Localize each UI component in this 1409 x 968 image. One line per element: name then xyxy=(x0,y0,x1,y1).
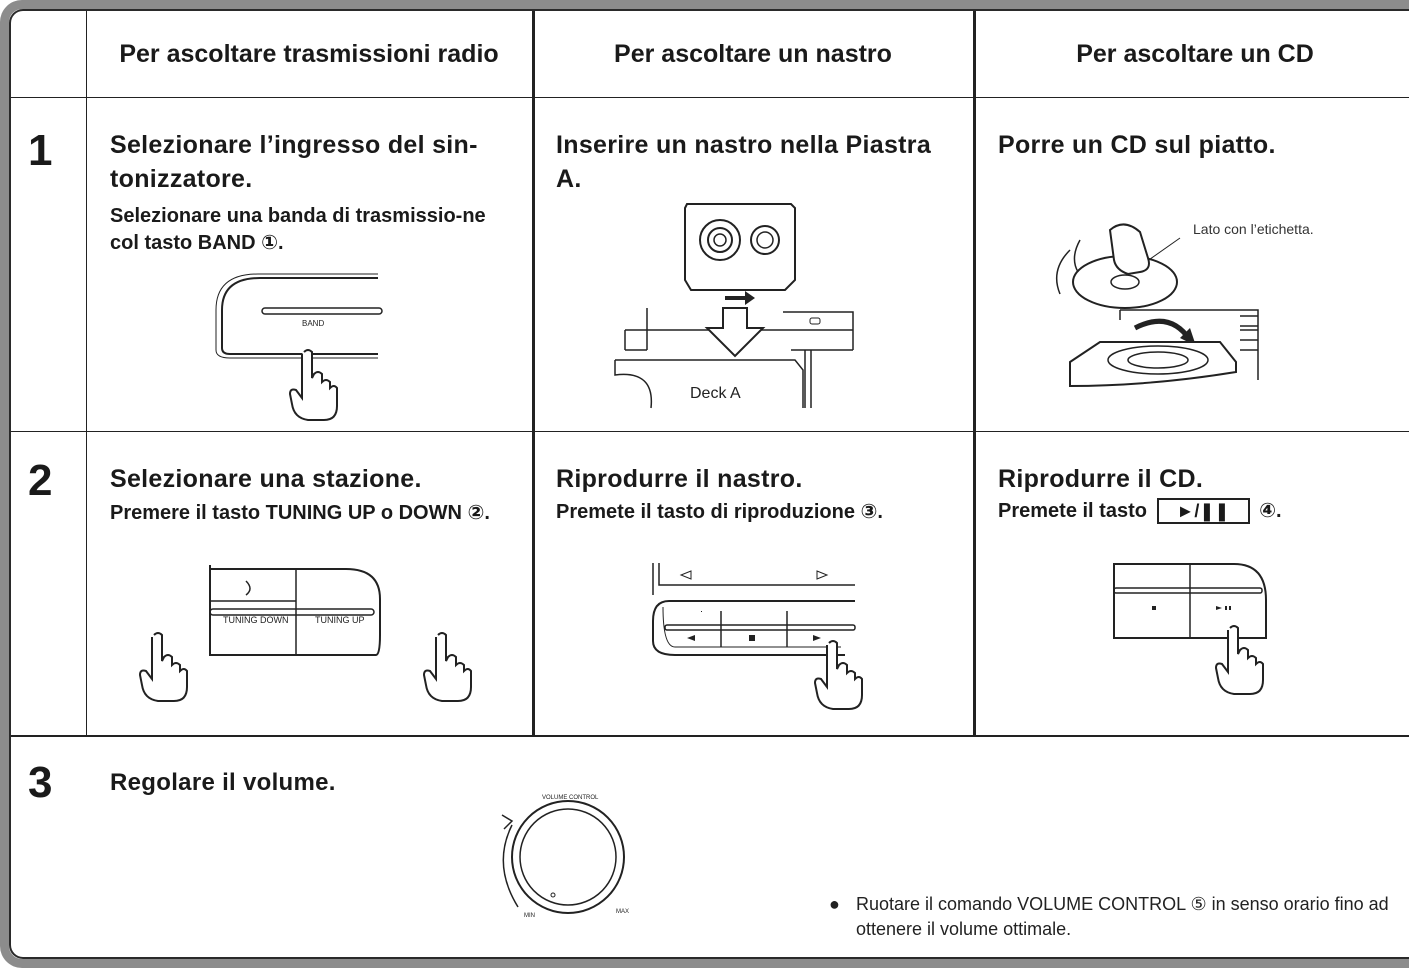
radio-step1-subtitle: Selezionare una banda di trasmissio-ne c… xyxy=(110,205,486,254)
hand-pointer-icon xyxy=(422,632,472,702)
hand-pointer-icon xyxy=(288,349,338,421)
arrow-down-icon xyxy=(704,307,766,358)
grid-line xyxy=(11,735,1409,737)
cd-step2-prefix: Premete il tasto xyxy=(998,500,1147,522)
max-label: MAX xyxy=(616,909,629,915)
volume-step-title: Regolare il volume. xyxy=(110,769,336,796)
volume-control-label: VOLUME CONTROL xyxy=(542,795,599,801)
tape-step2-title: Riprodurre il nastro. xyxy=(556,465,803,493)
radio-step2-subtitle: Premere il tasto TUNING UP o DOWN ②. xyxy=(110,502,490,524)
radio-step2-title: Selezionare una stazione. xyxy=(110,465,422,493)
cd-step1-title: Porre un CD sul piatto. xyxy=(998,131,1276,159)
band-label: BAND xyxy=(302,319,324,328)
deck-a-label: Deck A xyxy=(690,385,741,402)
step-number-1: 1 xyxy=(28,126,53,175)
volume-knob-icon xyxy=(511,800,625,914)
tuning-buttons-illustration: TUNING DOWN TUNING UP xyxy=(138,565,472,702)
tuning-down-label: TUNING DOWN xyxy=(223,615,289,625)
band-button-illustration: BAND xyxy=(215,273,383,421)
grid-line xyxy=(11,97,1409,98)
tape-step2-subtitle: Premete il tasto di riproduzione ③. xyxy=(556,501,883,523)
tape-play-illustration xyxy=(652,563,863,710)
volume-knob-illustration: VOLUME CONTROL MIN MAX xyxy=(501,795,629,919)
header-radio: Per ascoltare trasmissioni radio xyxy=(119,40,499,68)
deck-insert-illustration: Deck A xyxy=(614,203,854,409)
step-number-3: 3 xyxy=(28,758,53,807)
grid-line xyxy=(532,11,535,736)
hand-pointer-icon xyxy=(1214,625,1264,695)
arrow-right-icon xyxy=(725,291,755,305)
volume-note-bullet: ● xyxy=(829,894,840,914)
grid-line xyxy=(973,11,976,736)
header-cd: Per ascoltare un CD xyxy=(1076,40,1314,68)
hand-pointer-icon xyxy=(813,640,863,710)
hand-pointer-icon xyxy=(138,632,188,702)
radio-step1-title: Selezionare l’ingresso del sin-tonizzato… xyxy=(110,131,478,193)
grid-line xyxy=(11,431,1409,432)
min-label: MIN xyxy=(524,913,535,919)
grid-line xyxy=(86,11,87,736)
cd-step2-title: Riprodurre il CD. xyxy=(998,465,1204,493)
cd-play-illustration xyxy=(1113,563,1267,695)
cd-step2-suffix: ④. xyxy=(1259,500,1282,522)
label-side-caption: Lato con l’etichetta. xyxy=(1193,221,1314,237)
step-number-2: 2 xyxy=(28,456,53,505)
play-pause-button-label: ►/❚❚ xyxy=(1156,498,1250,524)
cassette-icon xyxy=(684,203,796,291)
header-tape: Per ascoltare un nastro xyxy=(614,40,892,68)
volume-note: Ruotare il comando VOLUME CONTROL ⑤ in s… xyxy=(856,894,1389,939)
tape-step1-title: Inserire un nastro nella Piastra A. xyxy=(556,131,932,193)
cd-tray-illustration xyxy=(1055,223,1259,388)
cd-step2-subtitle: Premete il tasto ►/❚❚ ④. xyxy=(998,498,1403,525)
tuning-up-label: TUNING UP xyxy=(315,615,365,625)
